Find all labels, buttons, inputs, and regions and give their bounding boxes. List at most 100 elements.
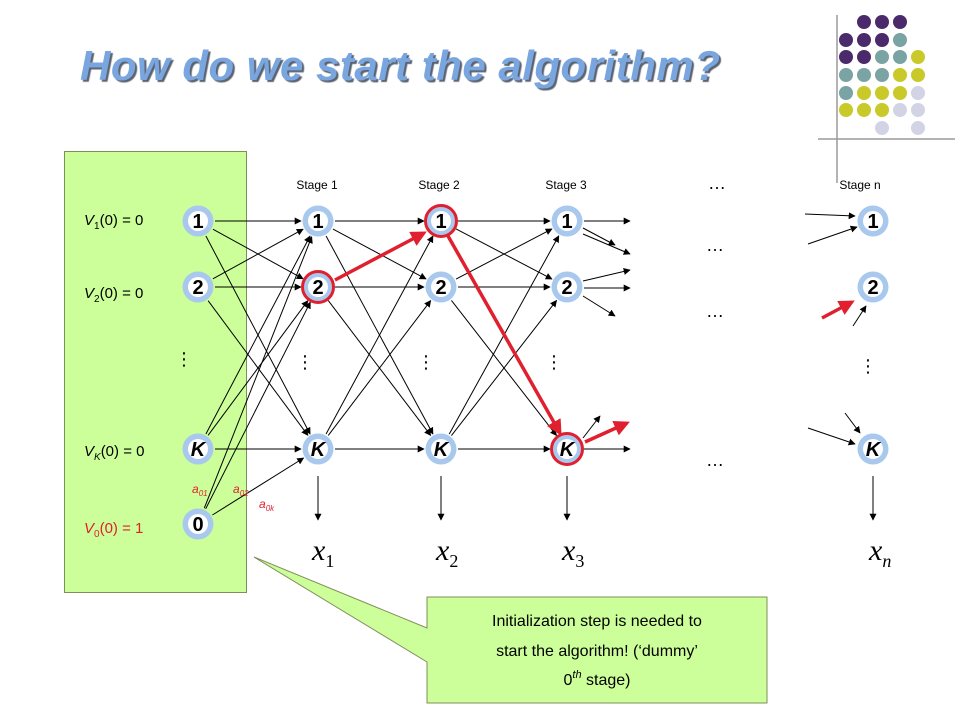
node-s0-zero: 0 [182, 508, 214, 540]
obs-x3: x3 [561, 534, 584, 571]
initialization-panel [64, 151, 247, 593]
a-symbol: a [259, 497, 266, 511]
v-subscript: 0 [94, 529, 100, 540]
ellipsis-row-k: … [706, 450, 724, 470]
v-subscript: 1 [94, 221, 100, 232]
decor-dot [857, 68, 871, 82]
label-a0k: a0k [259, 497, 275, 513]
stage-2-label: Stage 2 [418, 178, 460, 192]
stage-1-label: Stage 1 [296, 178, 338, 192]
vdots-stage-1: ⋮ [296, 352, 314, 373]
node-center [863, 277, 883, 297]
decor-dot [875, 33, 889, 47]
ellipsis-row-2: … [706, 301, 724, 321]
node-center [863, 439, 883, 459]
decor-dot [893, 15, 907, 29]
decor-dot [839, 50, 853, 64]
vdots-stage-0: ⋮ [175, 349, 193, 370]
stub-out-2a [582, 268, 631, 282]
decor-dot [857, 50, 871, 64]
decor-dot [875, 86, 889, 100]
v-symbol: V [84, 443, 96, 460]
node-center [431, 211, 451, 231]
callout-line-2: start the algorithm! (‘dummy’ [496, 643, 698, 660]
decor-dot [839, 33, 853, 47]
node-label: K [866, 439, 882, 461]
node-center [863, 211, 883, 231]
node-label: 2 [312, 277, 323, 299]
highlight-edge-1-k [446, 235, 562, 436]
node-s3-one: 1 [551, 205, 583, 237]
decor-dot [857, 103, 871, 117]
x-subscript: 3 [575, 551, 584, 571]
decor-dot [893, 68, 907, 82]
decor-dot [875, 15, 889, 29]
stub-in-1b [807, 225, 858, 245]
stub-in-2 [852, 305, 867, 327]
v-symbol: V [84, 520, 96, 537]
node-s0-k: K [182, 433, 214, 465]
obs-x1: x1 [311, 534, 334, 571]
node-label: 2 [192, 277, 203, 299]
stub-out-1c [582, 233, 631, 255]
transition-edges [203, 212, 867, 516]
node-s3-k: K [550, 432, 584, 466]
v-symbol: V [84, 212, 96, 229]
node-label: 0 [192, 514, 203, 536]
node-label: K [191, 439, 207, 461]
x-symbol: x [435, 534, 450, 567]
node-label: 1 [867, 211, 878, 233]
node-s0-two: 2 [182, 271, 214, 303]
callout-line-1: Initialization step is needed to [492, 613, 702, 630]
initial-value-2: V2(0) = 0 [84, 285, 143, 305]
node-label: 2 [435, 277, 446, 299]
node-label: 1 [312, 211, 323, 233]
node-sn-two: 2 [857, 271, 889, 303]
node-label: K [311, 439, 327, 461]
callout-superscript: th [572, 669, 581, 681]
edge-s1one-s2two [332, 228, 427, 280]
label-a02: a02 [233, 482, 249, 498]
v-rest: (0) = 0 [101, 443, 145, 460]
obs-xn: xn [868, 534, 891, 571]
v-rest: (0) = 0 [100, 285, 144, 302]
decor-dot [911, 86, 925, 100]
callout-line-3: 0th stage) [563, 669, 630, 689]
callout-ordinal: 0 [563, 672, 572, 689]
stage-3-label: Stage 3 [545, 178, 587, 192]
callout-shape [253, 556, 768, 704]
callout-tail: stage) [582, 672, 631, 689]
transition-labels: a01 a02 a0k [192, 482, 275, 513]
decor-dot [911, 68, 925, 82]
stub-out-1b [582, 227, 616, 246]
node-s2-one: 1 [424, 204, 458, 238]
decor-dot [875, 103, 889, 117]
v-subscript: 2 [94, 294, 100, 305]
node-center [557, 439, 577, 459]
highlight-edge-into-2n [821, 300, 855, 320]
v-rest: (0) = 0 [100, 212, 144, 229]
node-center [557, 211, 577, 231]
node-center [431, 439, 451, 459]
decor-dot [839, 68, 853, 82]
a-subscript: 0k [266, 504, 275, 513]
node-s1-two: 2 [301, 270, 335, 304]
node-label: 1 [192, 211, 203, 233]
stage-n-word: Stage n [839, 178, 880, 192]
edge-s1k-s2two [327, 299, 432, 436]
edge-s2two-s3one [455, 228, 553, 280]
edge-init-two [205, 301, 311, 510]
decor-dot [893, 50, 907, 64]
node-label: K [560, 439, 576, 461]
node-label: 2 [867, 277, 878, 299]
initial-value-1: V1(0) = 0 [84, 212, 143, 232]
a-symbol: a [233, 482, 240, 496]
stub-out-kb [582, 415, 601, 439]
x-subscript: n [882, 551, 891, 571]
x-subscript: 2 [449, 551, 458, 571]
node-s2-two: 2 [425, 271, 457, 303]
stub-in-ka [844, 412, 861, 434]
edge-s1k-s2one [325, 235, 434, 435]
